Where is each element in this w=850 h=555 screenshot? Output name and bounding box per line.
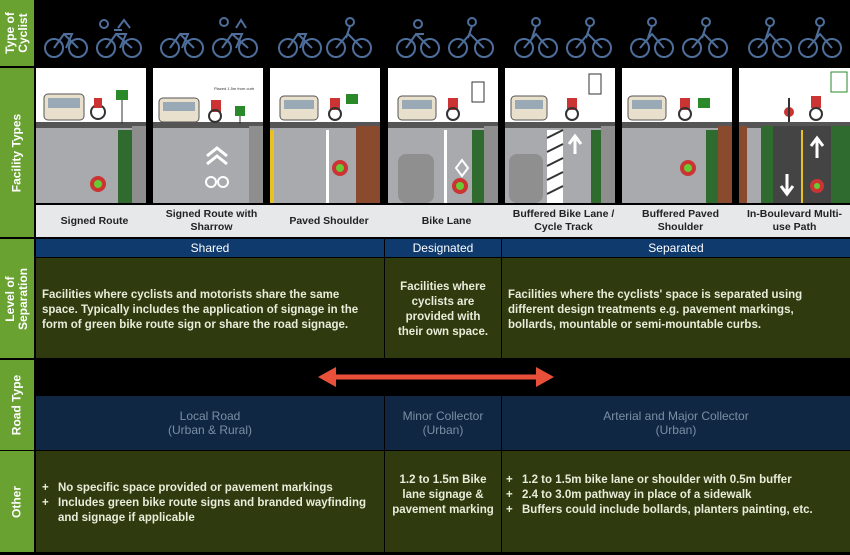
panel-multi-use-path bbox=[739, 68, 850, 203]
other-arterial: 1.2 to 1.5m bike lane or shoulder with 0… bbox=[502, 451, 850, 552]
other-arterial-item: 2.4 to 3.0m pathway in place of a sidewa… bbox=[502, 488, 842, 503]
buffered-paved-shoulder-illustration bbox=[622, 95, 732, 203]
other-minor: 1.2 to 1.5m Bike lane signage & pavement… bbox=[385, 451, 501, 552]
road-type-local: Local Road(Urban & Rural) bbox=[36, 396, 384, 450]
separation-title-separated: Separated bbox=[502, 239, 850, 257]
casual-cyclist-icon bbox=[44, 18, 142, 58]
buffered-bike-lane-illustration bbox=[505, 73, 615, 203]
facility-label-paved-shoulder: Paved Shoulder bbox=[270, 205, 388, 237]
facility-types-side-label: Facility Types bbox=[0, 68, 34, 237]
facility-label-buffered-bike-lane: Buffered Bike Lane / Cycle Track bbox=[505, 205, 622, 237]
facility-label-buffered-paved-shoulder: Buffered Paved Shoulder bbox=[622, 205, 739, 237]
facility-label-multi-use-path: In-Boulevard Multi-use Path bbox=[739, 205, 850, 237]
panel-signed-route bbox=[36, 68, 146, 203]
all-ages-cyclist-icon bbox=[748, 17, 842, 58]
separation-desc-separated: Facilities where the cyclists' space is … bbox=[502, 258, 850, 358]
sharrow-sign-note: Placed 1.5m from curb bbox=[214, 86, 255, 91]
facility-label-sharrow: Signed Route with Sharrow bbox=[153, 205, 270, 237]
panel-signed-route-sharrow: Placed 1.5m from curb bbox=[153, 68, 263, 203]
separation-desc-shared: Facilities where cyclists and motorists … bbox=[36, 258, 384, 358]
road-type-minor: Minor Collector(Urban) bbox=[385, 396, 501, 450]
other-local-item: No specific space provided or pavement m… bbox=[38, 481, 376, 496]
road-type-arterial: Arterial and Major Collector(Urban) bbox=[502, 396, 850, 450]
separation-title-shared: Shared bbox=[36, 239, 384, 257]
other-arterial-item: 1.2 to 1.5m bike lane or shoulder with 0… bbox=[502, 473, 842, 488]
commuter-cyclist-icon bbox=[396, 17, 494, 58]
recreational-cyclist-icon bbox=[160, 17, 258, 58]
cyclist-icons-row bbox=[36, 0, 850, 66]
confident-cyclist-icon bbox=[514, 17, 612, 58]
panel-paved-shoulder bbox=[270, 68, 380, 203]
panel-buffered-bike-lane bbox=[505, 68, 615, 203]
facility-label-signed-route: Signed Route bbox=[36, 205, 153, 237]
other-local: No specific space provided or pavement m… bbox=[36, 451, 384, 552]
double-arrow-icon bbox=[318, 367, 554, 387]
sport-cyclist-icon bbox=[630, 17, 728, 58]
panel-buffered-paved-shoulder bbox=[622, 68, 732, 203]
separation-title-designated: Designated bbox=[385, 239, 501, 257]
panel-bike-lane bbox=[388, 68, 498, 203]
multi-use-path-illustration bbox=[739, 71, 850, 203]
other-local-item: Includes green bike route signs and bran… bbox=[38, 496, 376, 526]
cyclist-type-side-label: Type of Cyclist bbox=[0, 0, 34, 66]
separation-side-label: Level of Separation bbox=[0, 239, 34, 358]
bike-lane-illustration bbox=[388, 81, 498, 203]
other-arterial-item: Buffers could include bollards, planters… bbox=[502, 503, 842, 518]
road-type-side-label: Road Type bbox=[0, 360, 34, 450]
facility-label-bike-lane: Bike Lane bbox=[388, 205, 505, 237]
paved-shoulder-illustration bbox=[270, 94, 380, 203]
separation-desc-designated: Facilities where cyclists are provided w… bbox=[385, 258, 501, 358]
leisure-cyclist-icon bbox=[278, 17, 372, 58]
signed-route-illustration bbox=[36, 90, 146, 203]
sharrow-illustration: Placed 1.5m from curb bbox=[153, 86, 263, 203]
other-side-label: Other bbox=[0, 451, 34, 552]
